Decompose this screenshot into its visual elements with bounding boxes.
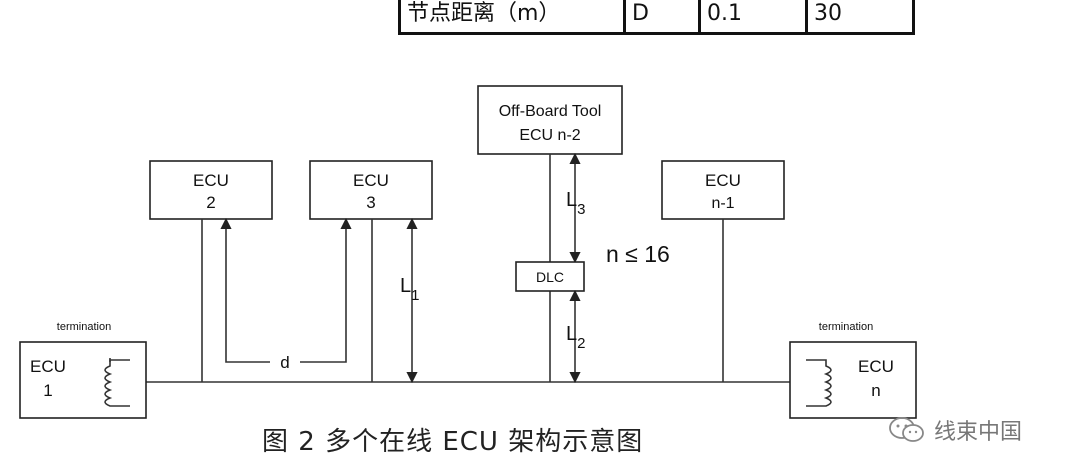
table-row: 节点距离（m） D 0.1 30 bbox=[398, 0, 915, 35]
termination-resistor-right-icon bbox=[806, 359, 832, 407]
l1-label: L1 bbox=[400, 275, 419, 304]
l3-label: L3 bbox=[566, 189, 585, 218]
ecu-3-label: ECU bbox=[353, 171, 389, 190]
ecu-2-number: 2 bbox=[206, 193, 215, 212]
ecu-1-number: 1 bbox=[43, 381, 52, 400]
watermark-text: 线束中国 bbox=[934, 420, 1023, 445]
termination-right-label: termination bbox=[819, 321, 873, 333]
watermark: 线束中国 bbox=[888, 414, 1022, 446]
table-cell-label: 节点距离（m） bbox=[398, 0, 626, 35]
termination-resistor-left-icon bbox=[104, 359, 130, 407]
node-distance-path-right bbox=[300, 217, 352, 363]
table-cell-symbol: D bbox=[623, 0, 701, 35]
table-cell-max: 30 bbox=[805, 0, 915, 35]
ecu-n-number: n bbox=[871, 381, 880, 400]
ecu-3-box bbox=[309, 160, 433, 220]
ecu-n-label: ECU bbox=[858, 357, 894, 376]
figure-caption: 图 2 多个在线 ECU 架构示意图 bbox=[262, 427, 644, 457]
dlc-label: DLC bbox=[536, 269, 564, 285]
node-distance-path bbox=[220, 217, 270, 363]
off-board-tool-label: Off-Board Tool bbox=[499, 103, 602, 120]
node-distance-label: d bbox=[280, 353, 289, 372]
termination-left-label: termination bbox=[57, 321, 111, 333]
table-cell-min: 0.1 bbox=[698, 0, 808, 35]
ecu-n-1-number: n-1 bbox=[711, 195, 734, 212]
node-count-constraint: n ≤ 16 bbox=[606, 241, 670, 267]
dlc-box bbox=[515, 261, 585, 292]
ecu-1-label: ECU bbox=[30, 357, 66, 376]
off-board-tool-ecu-label: ECU n-2 bbox=[519, 127, 580, 144]
parameter-table: 节点距离（m） D 0.1 30 bbox=[398, 0, 915, 35]
ecu-2-box bbox=[149, 160, 273, 220]
l2-label: L2 bbox=[566, 323, 585, 352]
ecu-n-1-label: ECU bbox=[705, 171, 741, 190]
wechat-icon bbox=[889, 417, 924, 442]
ecu-2-label: ECU bbox=[193, 171, 229, 190]
ecu-3-number: 3 bbox=[366, 193, 375, 212]
ecu-n-1-box bbox=[661, 160, 785, 220]
off-board-tool-box bbox=[477, 85, 623, 155]
